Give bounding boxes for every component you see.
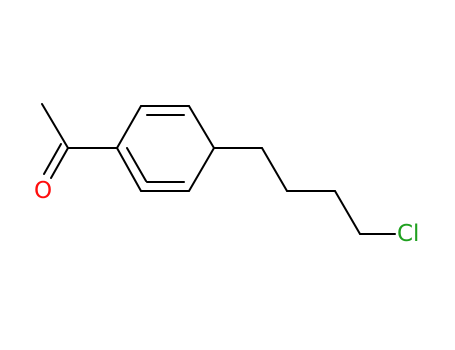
oxygen-atom-label: O bbox=[34, 178, 52, 204]
chain-bond-4 bbox=[334, 190, 361, 235]
bond-carbonyl-oxygen-b bbox=[43, 143, 62, 175]
chain-bond-2 bbox=[261, 147, 288, 192]
ring-double-bond-left bbox=[126, 147, 147, 182]
bond-methyl-carbonyl bbox=[41, 103, 69, 149]
ring-bond-6 bbox=[116, 147, 142, 192]
ring-bond-3 bbox=[188, 105, 215, 149]
bond-carbonyl-oxygen-a bbox=[50, 147, 69, 179]
ring-bond-1 bbox=[116, 105, 142, 149]
chlorine-atom-label: Cl bbox=[397, 221, 419, 247]
ring-bond-4 bbox=[188, 147, 215, 192]
